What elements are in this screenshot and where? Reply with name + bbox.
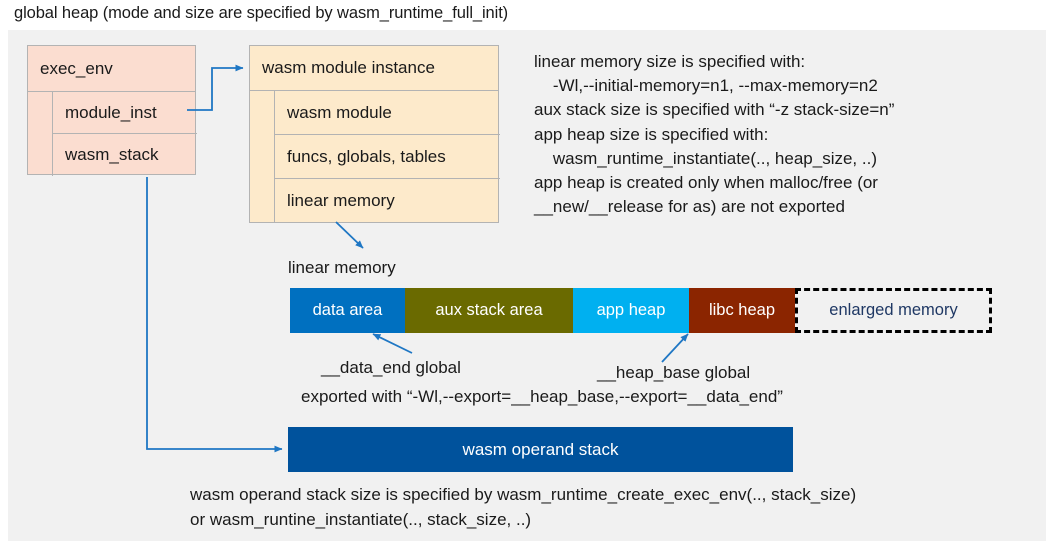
annotation-exported-with: exported with “-Wl,--export=__heap_base,…	[301, 387, 783, 406]
memory-segment-enlarged-memory: enlarged memory	[795, 288, 992, 333]
operand-stack-note: wasm operand stack size is specified by …	[190, 485, 857, 529]
wmi-field-linear-memory: linear memory	[287, 191, 395, 210]
memory-segment-aux-stack-area: aux stack area	[405, 288, 573, 333]
wmi-field-wasm-module: wasm module	[275, 91, 500, 135]
memory-config-notes: linear memory size is specified with: -W…	[534, 52, 895, 217]
exec-env-fields: module_inst wasm_stack	[52, 92, 197, 176]
wasm-operand-stack-box: wasm operand stack	[288, 427, 793, 472]
memory-segment-app-heap: app heap	[573, 288, 689, 333]
exec-env-field-module-inst: module_inst	[53, 92, 197, 134]
exec-env-field-wasm-stack: wasm_stack	[65, 145, 159, 164]
wasm-module-instance-box: wasm module instance wasm module funcs, …	[249, 45, 500, 223]
memory-segment-libc-heap: libc heap	[689, 288, 795, 333]
exec-env-header-label: exec_env	[28, 46, 195, 92]
memory-segment-data-area: data area	[290, 288, 405, 333]
wasm-module-instance-header-label: wasm module instance	[250, 46, 498, 91]
wasm-module-instance-fields: wasm module funcs, globals, tables linea…	[274, 91, 500, 222]
annotation-heap-base: __heap_base global	[597, 363, 751, 382]
annotation-data-end: __data_end global	[321, 358, 461, 377]
page-title: global heap (mode and size are specified…	[14, 4, 509, 22]
exec-env-box: exec_env module_inst wasm_stack	[27, 45, 197, 176]
wmi-field-funcs-globals-tables: funcs, globals, tables	[275, 135, 500, 179]
linear-memory-label: linear memory	[288, 258, 396, 277]
